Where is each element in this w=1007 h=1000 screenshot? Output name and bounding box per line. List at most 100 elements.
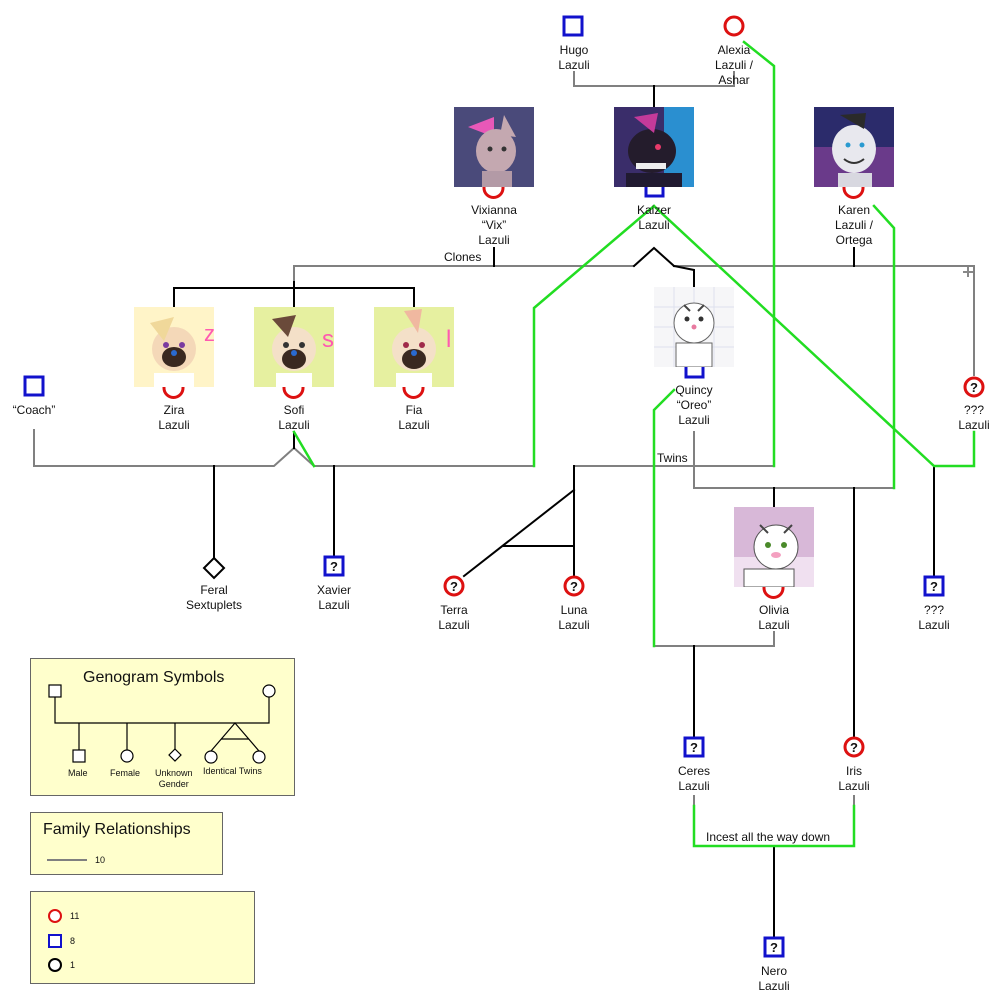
clones-label: Clones <box>444 250 482 264</box>
legend-relationships: Family Relationships 10 <box>30 812 223 875</box>
female-symbol-zira[interactable] <box>162 386 185 399</box>
relationship-line-7 <box>692 804 856 848</box>
male-symbol-xavier[interactable] <box>323 555 345 577</box>
relationship-line-1 <box>742 40 776 468</box>
circle-icon <box>48 909 62 923</box>
female-symbol-unknown[interactable] <box>963 376 985 398</box>
avatar-vixianna[interactable] <box>454 107 534 187</box>
legend-count-unknown: 1 <box>70 960 76 970</box>
female-symbol-terra[interactable] <box>443 575 465 597</box>
relationship-line-2 <box>532 204 656 468</box>
avatar-karen[interactable] <box>814 107 894 187</box>
avatar-fia[interactable]: l <box>374 307 454 387</box>
legend-counts: 11 8 1 <box>30 891 255 984</box>
avatar-quincy[interactable] <box>654 287 734 367</box>
circle-icon <box>252 750 266 764</box>
avatar-sofi[interactable]: s <box>254 307 334 387</box>
unknown-mark: ? <box>770 940 778 955</box>
legend-symbols-diagram <box>48 684 276 764</box>
female-symbol-fia[interactable] <box>402 386 425 399</box>
square-icon <box>72 749 86 763</box>
marriage-line-coach-sofi <box>33 429 535 467</box>
circle-icon <box>204 750 218 764</box>
unknown-mark: ? <box>690 740 698 755</box>
female-symbol-luna[interactable] <box>563 575 585 597</box>
label-coach: “Coach” <box>12 403 56 417</box>
unknown-symbol-feral[interactable] <box>202 556 226 580</box>
female-symbol-iris[interactable] <box>843 736 865 758</box>
legend-count-male: 8 <box>70 936 76 946</box>
avatar-olivia[interactable] <box>734 507 814 587</box>
legend-relationships-title: Family Relationships <box>43 821 191 838</box>
male-symbol-unknown[interactable] <box>923 575 945 597</box>
label-unknown-female: ???Lazuli <box>958 403 990 432</box>
female-symbol-sofi[interactable] <box>282 386 305 399</box>
legend-male: Male <box>68 768 88 778</box>
female-symbol-vix[interactable] <box>482 186 505 199</box>
square-icon <box>48 684 62 698</box>
legend-twins: Identical Twins <box>203 766 262 776</box>
male-symbol-kaizer[interactable] <box>644 186 665 198</box>
avatar-zira[interactable]: z <box>134 307 214 387</box>
male-symbol-hugo[interactable] <box>562 15 584 37</box>
svg-text:s: s <box>322 326 334 353</box>
relationship-line-5 <box>872 204 896 490</box>
unknown-mark: ? <box>450 579 458 594</box>
female-symbol-karen[interactable] <box>842 186 865 199</box>
svg-text:l: l <box>446 326 451 353</box>
diamond-icon <box>168 748 182 762</box>
quincy-up <box>672 264 695 289</box>
legend-relationship-count: 10 <box>95 855 106 865</box>
label-quincy: Quincy“Oreo”Lazuli <box>675 383 713 427</box>
relationship-line-4 <box>652 204 976 468</box>
label-unknown-male: ???Lazuli <box>918 603 950 632</box>
legend-symbols-title: Genogram Symbols <box>83 669 225 686</box>
relationship-line-6 <box>652 388 676 648</box>
female-symbol-alexia[interactable] <box>723 15 745 37</box>
gray-line-icon <box>47 859 87 861</box>
marriage-line-main <box>293 265 635 283</box>
incest-label: Incest all the way down <box>706 830 831 844</box>
twins-bar <box>693 431 895 489</box>
male-symbol-quincy[interactable] <box>684 366 705 379</box>
circle-icon <box>120 749 134 763</box>
circle-icon <box>262 684 276 698</box>
square-icon <box>48 934 62 948</box>
avatar-kaizer[interactable] <box>614 107 694 187</box>
kaizer-down <box>632 246 676 268</box>
marriage-line-olivia <box>653 631 775 647</box>
male-symbol-coach[interactable] <box>23 375 45 397</box>
unknown-mark: ? <box>330 559 338 574</box>
legend-count-female: 11 <box>70 911 80 921</box>
twins-label: Twins <box>657 451 688 465</box>
circle-icon <box>48 958 62 972</box>
unknown-mark: ? <box>970 380 978 395</box>
unknown-mark: ? <box>570 579 578 594</box>
male-symbol-nero[interactable] <box>763 936 785 958</box>
male-symbol-ceres[interactable] <box>683 736 705 758</box>
marriage-line-hugo-alexia <box>573 71 735 87</box>
female-symbol-olivia[interactable] <box>762 586 785 599</box>
svg-text:z: z <box>204 321 214 346</box>
relationship-line-3 <box>292 430 316 468</box>
legend-female: Female <box>110 768 141 778</box>
plus-icon <box>963 267 973 277</box>
label-vixianna: Vixianna“Vix”Lazuli <box>471 203 517 247</box>
unknown-mark: ? <box>850 740 858 755</box>
